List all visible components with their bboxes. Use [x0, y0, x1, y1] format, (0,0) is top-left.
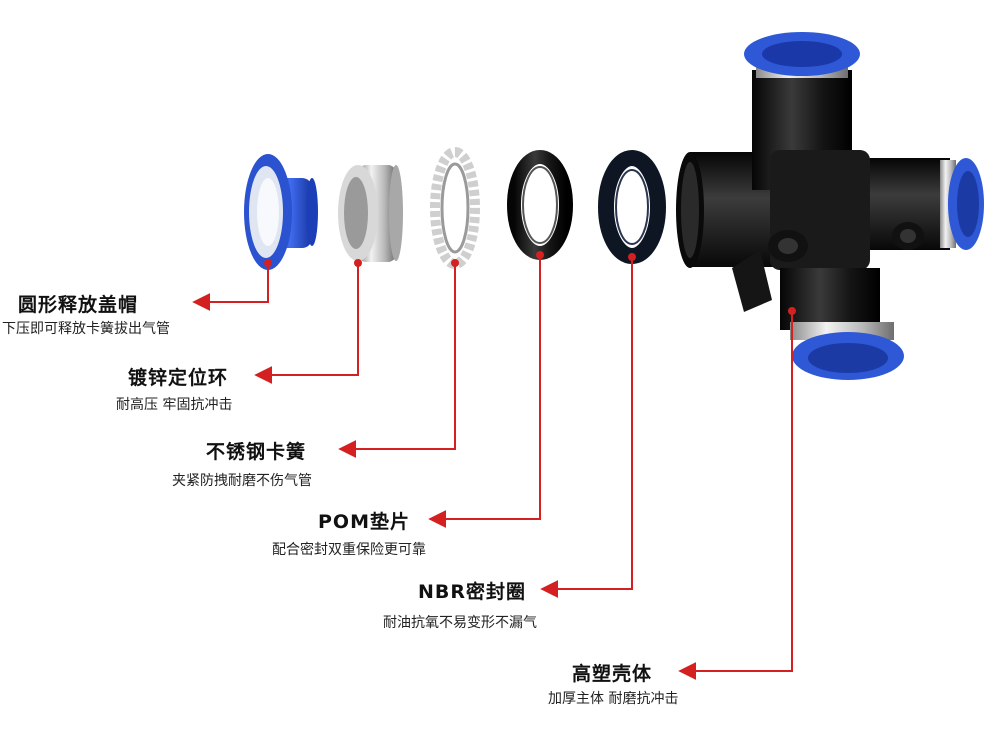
label-plastic-body-title: 高塑壳体: [572, 663, 653, 685]
label-nbr-seal-subtitle: 耐油抗氧不易变形不漏气: [383, 615, 537, 631]
leader-line-body: [678, 311, 793, 680]
label-release-cap-title: 圆形释放盖帽: [18, 294, 139, 316]
leader-line-seal: [540, 257, 633, 598]
leader-line-circlip: [338, 263, 456, 458]
release-cap-part: [244, 154, 318, 270]
nbr-seal-part: [598, 150, 666, 264]
plastic-body-part: [676, 32, 984, 380]
leader-line-cap: [192, 263, 269, 311]
locating-ring-part: [338, 165, 403, 267]
label-circlip-title: 不锈钢卡簧: [206, 441, 307, 463]
label-pom-gasket-title: POM垫片: [318, 511, 410, 533]
label-plastic-body-subtitle: 加厚主体 耐磨抗冲击: [548, 691, 679, 707]
leader-line-ring: [254, 263, 359, 384]
label-release-cap-subtitle: 下压即可释放卡簧拔出气管: [2, 321, 170, 337]
circlip-part: [430, 147, 480, 269]
leader-lines: [192, 255, 793, 680]
leader-line-gasket: [428, 255, 541, 528]
label-pom-gasket-subtitle: 配合密封双重保险更可靠: [272, 542, 426, 558]
label-circlip-subtitle: 夹紧防拽耐磨不伤气管: [172, 473, 312, 489]
pom-gasket-part: [507, 150, 573, 260]
label-locating-ring-subtitle: 耐高压 牢固抗冲击: [116, 397, 233, 413]
label-locating-ring-title: 镀锌定位环: [128, 367, 229, 389]
label-nbr-seal-title: NBR密封圈: [418, 581, 527, 603]
